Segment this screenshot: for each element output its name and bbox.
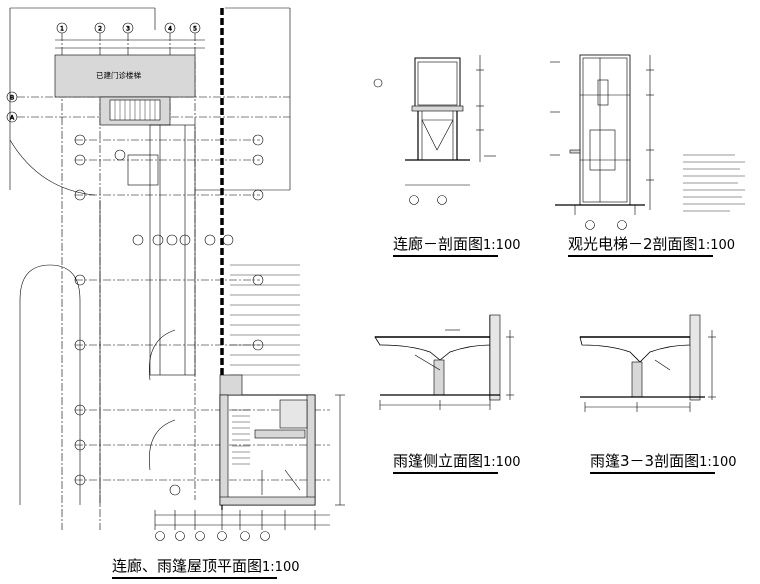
view-scale: 1:100 <box>262 560 300 575</box>
view-scale: 1:100 <box>483 455 521 470</box>
view-title-text: 雨篷3－3剖面图 <box>590 452 700 470</box>
view-title: 连廊－剖面图1:100 <box>393 233 521 257</box>
view-title: 观光电梯－2剖面图1:100 <box>568 233 736 257</box>
view-title: 雨篷侧立面图1:100 <box>393 450 521 474</box>
view-scale: 1:100 <box>699 455 737 470</box>
grid-label: 1 <box>60 26 64 33</box>
view-title-text: 连廊－剖面图 <box>393 235 484 253</box>
view-title-text: 连廊、雨篷屋顶平面图 <box>112 557 263 575</box>
view-title-text: 雨篷侧立面图 <box>393 452 484 470</box>
view-title-text: 观光电梯－2剖面图 <box>568 235 698 253</box>
view-title: 雨篷3－3剖面图1:100 <box>590 450 737 474</box>
canopy-section-view <box>579 314 716 412</box>
plan-view: 1 2 3 4 5 B A 已建门诊楼梯 <box>6 7 345 541</box>
grid-label: 3 <box>126 26 130 33</box>
canopy-side-view <box>374 314 514 410</box>
grid-label: 2 <box>98 26 102 33</box>
view-title: 连廊、雨篷屋顶平面图1:100 <box>112 555 300 579</box>
existing-stair-label: 已建门诊楼梯 <box>96 70 141 80</box>
grid-label: B <box>10 95 14 102</box>
elevator-section-view <box>550 54 745 230</box>
corridor-section-view <box>373 55 496 205</box>
view-scale: 1:100 <box>697 238 736 253</box>
grid-label: 4 <box>168 26 172 33</box>
view-scale: 1:100 <box>483 238 521 253</box>
grid-label: 5 <box>193 26 197 33</box>
grid-label: A <box>10 115 15 122</box>
